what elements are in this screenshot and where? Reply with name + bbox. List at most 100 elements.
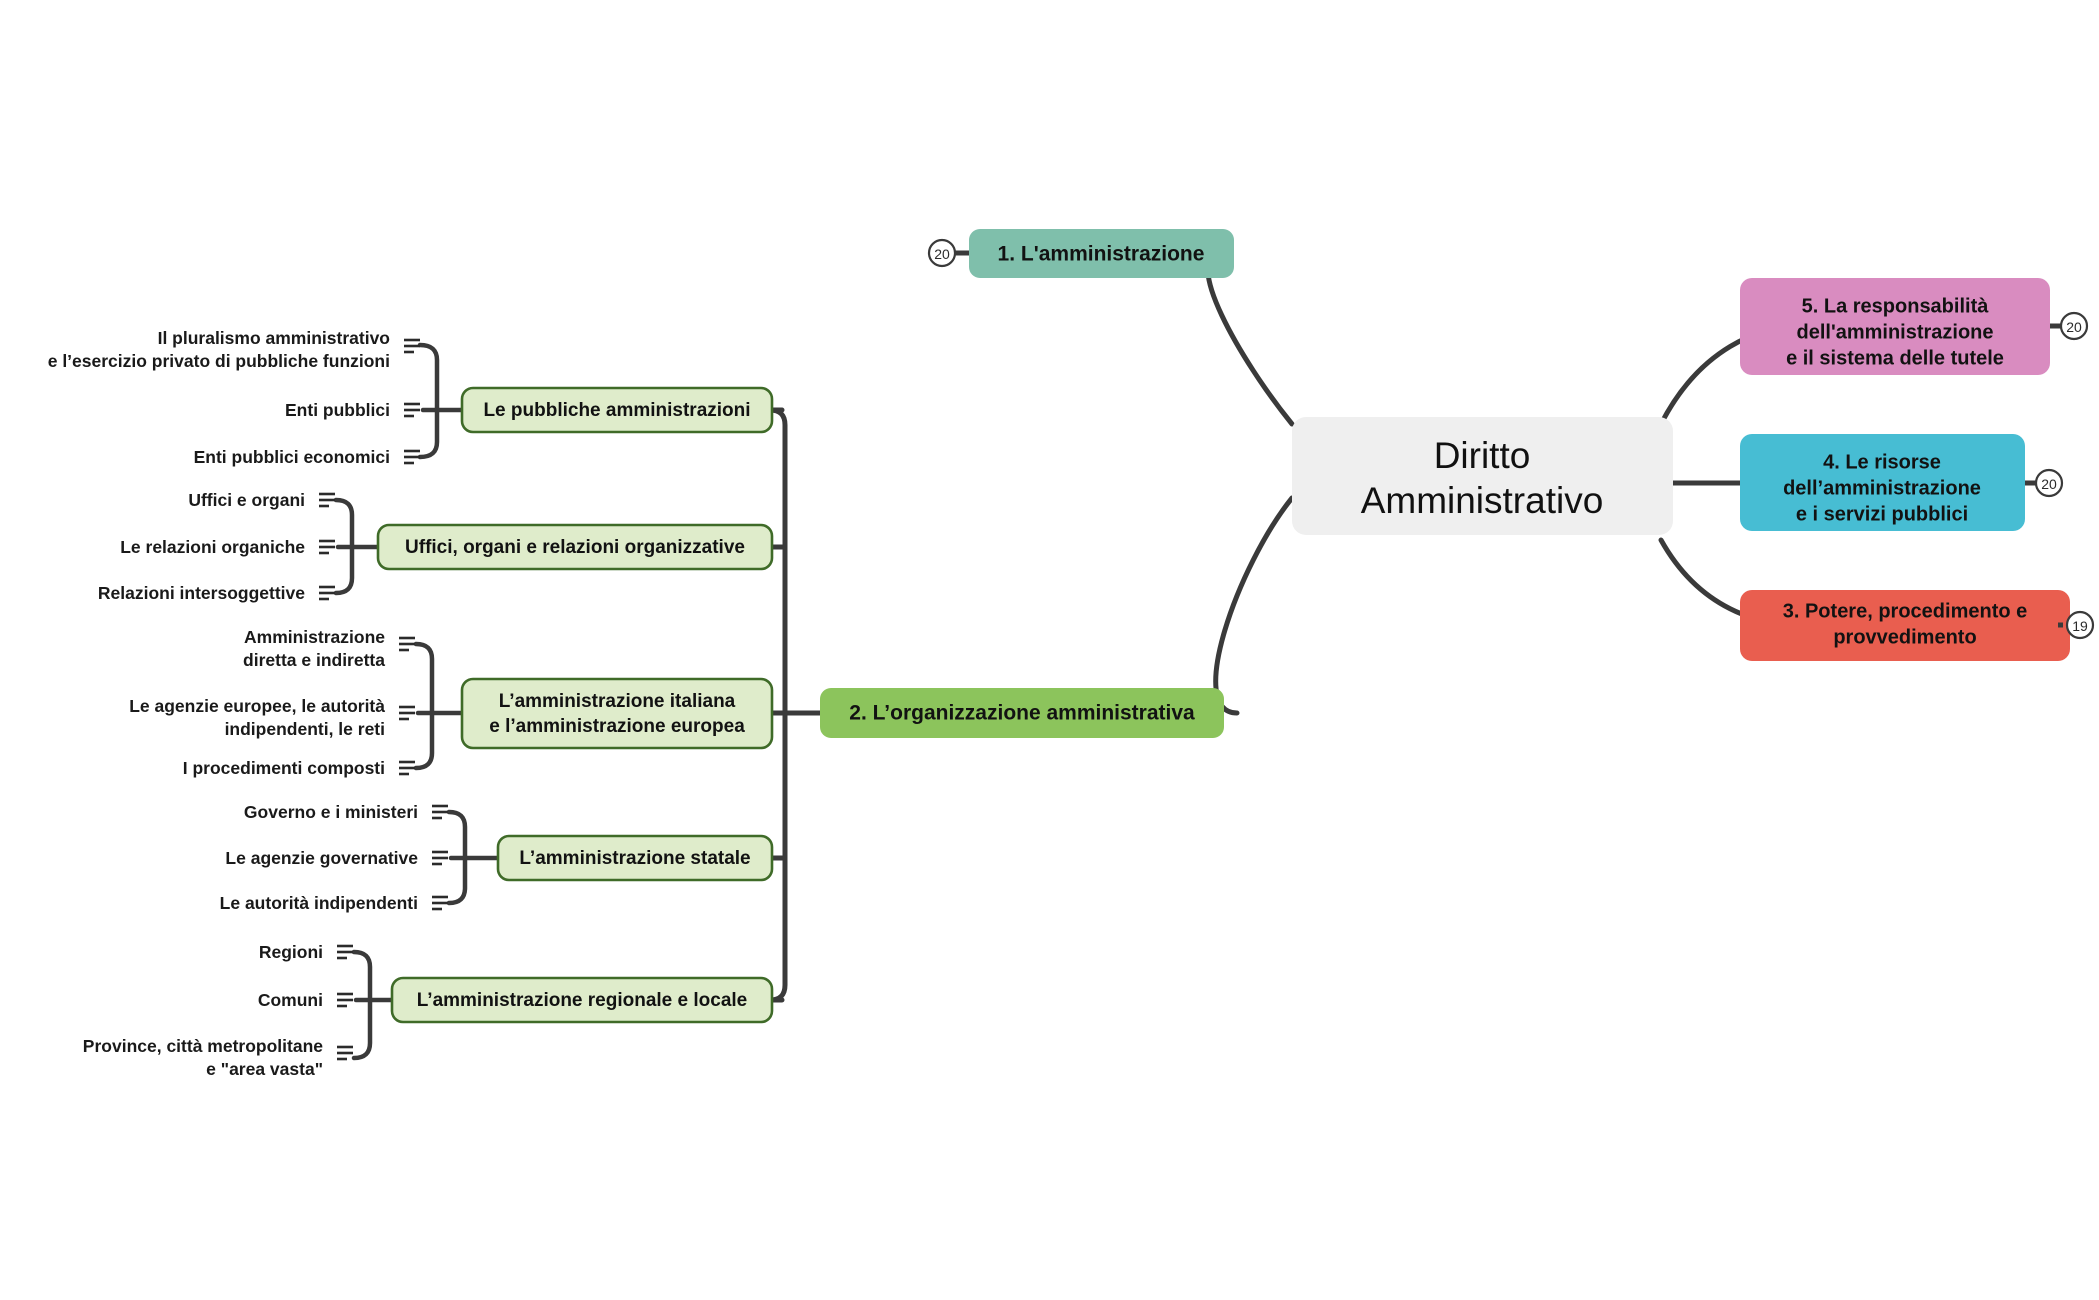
note-lines-icon: [337, 992, 353, 1008]
leaf-item[interactable]: Regioni: [259, 942, 353, 962]
branch-node-2[interactable]: 2. L’organizzazione amministrativa: [820, 688, 1224, 738]
leaf-item[interactable]: Il pluralismo amministrativo e l’eserciz…: [48, 328, 420, 371]
branch-4-badge-circle[interactable]: [2034, 468, 2064, 498]
branch-5-label-line3: e il sistema delle tutele: [1786, 347, 2004, 369]
sub-3-box[interactable]: [460, 677, 774, 750]
bracket-sub-3: [413, 641, 465, 771]
leaf-label-line1: Il pluralismo amministrativo: [158, 328, 390, 348]
sub-2-label: Uffici, organi e relazioni organizzative: [405, 537, 745, 558]
sub-1-label: Le pubbliche amministrazioni: [483, 400, 750, 421]
leaf-label-line1: Governo e i ministeri: [244, 802, 418, 822]
bracket-sub-1: [417, 342, 465, 460]
branch-3-badge-circle[interactable]: [2065, 610, 2095, 640]
leaf-label-line1: Enti pubblici: [285, 400, 390, 420]
leaf-label-line2: e "area vasta": [206, 1059, 323, 1079]
leaf-group-sub-4: Governo e i ministeri Le agenzie governa…: [220, 802, 448, 913]
branch-1-badge-label: 20: [934, 246, 950, 262]
leaf-label-line1: I procedimenti composti: [183, 758, 385, 778]
leaf-item[interactable]: Enti pubblici economici: [194, 447, 420, 467]
branch-node-3[interactable]: 3. Potere, procedimento e provvedimento …: [1740, 590, 2095, 661]
note-lines-icon: [404, 402, 420, 418]
branch-3-badge-label: 19: [2072, 618, 2088, 634]
branch-5-badge-label: 20: [2066, 319, 2082, 335]
center-node-label-line1: Diritto: [1434, 435, 1531, 476]
bracket-path-sub-1: [417, 342, 440, 460]
leaf-label-line1: Relazioni intersoggettive: [98, 583, 305, 603]
leaf-label-line1: Le agenzie governative: [225, 848, 418, 868]
sub-3-label-line1: L’amministrazione italiana: [499, 691, 736, 712]
note-lines-icon: [432, 850, 448, 866]
branch-3-box[interactable]: [1740, 590, 2070, 661]
leaf-item[interactable]: Le agenzie europee, le autorità indipend…: [129, 696, 415, 739]
note-lines-icon: [404, 449, 420, 465]
bracket-sub-2: [333, 497, 381, 596]
sub-2-box[interactable]: [376, 523, 774, 571]
branch-4-label-line3: e i servizi pubblici: [1796, 503, 1968, 525]
bracket-path-sub-5: [351, 949, 373, 1061]
branch-3-label-line2: provvedimento: [1833, 626, 1976, 648]
branch-1-label: 1. L'amministrazione: [998, 243, 1205, 266]
leaf-label-line1: Le agenzie europee, le autorità: [129, 696, 385, 716]
sub-branch-node-1[interactable]: Le pubbliche amministrazioni: [460, 386, 774, 434]
note-lines-icon: [432, 895, 448, 911]
branch-4-label-line1: 4. Le risorse: [1823, 451, 1941, 473]
sub-4-box[interactable]: [496, 834, 774, 882]
branch-node-1[interactable]: 1. L'amministrazione 20: [927, 229, 1234, 278]
leaf-item[interactable]: Enti pubblici: [285, 400, 420, 420]
branch-node-4[interactable]: 4. Le risorse dell’amministrazione e i s…: [1740, 434, 2064, 531]
edge-center-to-branch-2: [1213, 495, 1295, 716]
leaf-label-line2: indipendenti, le reti: [225, 719, 385, 739]
leaf-item[interactable]: I procedimenti composti: [183, 758, 415, 778]
leaf-label-line2: diretta e indiretta: [243, 650, 385, 670]
branch-2-label: 2. L’organizzazione amministrativa: [849, 702, 1195, 725]
note-lines-icon: [399, 760, 415, 776]
branch-node-5[interactable]: 5. La responsabilità dell'amministrazion…: [1740, 278, 2089, 375]
sub-5-box[interactable]: [390, 976, 774, 1024]
note-lines-icon: [337, 944, 353, 960]
branch-4-label-line2: dell’amministrazione: [1783, 477, 1981, 499]
leaf-item[interactable]: Province, città metropolitane e "area va…: [83, 1036, 353, 1079]
leaf-item[interactable]: Amministrazione diretta e indiretta: [243, 627, 415, 670]
branch-5-box[interactable]: [1740, 278, 2050, 375]
sub-branch-node-4[interactable]: L’amministrazione statale: [496, 834, 774, 882]
branch-4-box[interactable]: [1740, 434, 2025, 531]
center-node-label-line2: Amministrativo: [1361, 480, 1604, 521]
edges-branch2-to-subs: [767, 407, 823, 1003]
leaf-item[interactable]: Uffici e organi: [188, 490, 335, 510]
sub-branch-node-5[interactable]: L’amministrazione regionale e locale: [390, 976, 774, 1024]
branch-2-box[interactable]: [820, 688, 1224, 738]
branch-5-label-line2: dell'amministrazione: [1796, 321, 1993, 343]
leaf-label-line1: Uffici e organi: [188, 490, 305, 510]
leaf-group-sub-3: Amministrazione diretta e indiretta Le a…: [129, 627, 415, 778]
branch-4-badge-label: 20: [2041, 476, 2057, 492]
leaf-item[interactable]: Comuni: [258, 990, 353, 1010]
branch-5-label-line1: 5. La responsabilità: [1802, 295, 1990, 317]
leaf-label-line1: Regioni: [259, 942, 323, 962]
leaf-label-line1: Le autorità indipendenti: [220, 893, 418, 913]
sub-branch-node-3[interactable]: L’amministrazione italiana e l’amministr…: [460, 677, 774, 750]
leaf-item[interactable]: Governo e i ministeri: [244, 802, 448, 822]
sub-branch-node-2[interactable]: Uffici, organi e relazioni organizzative: [376, 523, 774, 571]
leaf-item[interactable]: Le autorità indipendenti: [220, 893, 448, 913]
center-node-box[interactable]: [1292, 417, 1673, 535]
sub-1-box[interactable]: [460, 386, 774, 434]
leaf-item[interactable]: Le relazioni organiche: [120, 537, 335, 557]
branch-1-badge-circle[interactable]: [927, 238, 957, 268]
leaf-label-line2: e l’esercizio privato di pubbliche funzi…: [48, 351, 390, 371]
leaf-item[interactable]: Le agenzie governative: [225, 848, 448, 868]
branch-5-badge-circle[interactable]: [2059, 311, 2089, 341]
bracket-path-sub-3: [413, 641, 435, 771]
bracket-sub-5: [351, 949, 395, 1061]
branch-1-box[interactable]: [969, 229, 1234, 278]
leaf-item[interactable]: Relazioni intersoggettive: [98, 583, 335, 603]
leaf-label-line1: Enti pubblici economici: [194, 447, 390, 467]
sub-5-label: L’amministrazione regionale e locale: [417, 990, 748, 1011]
leaf-label-line1: Comuni: [258, 990, 323, 1010]
edge-center-to-branch-1: [1205, 250, 1295, 427]
leaf-label-line1: Amministrazione: [244, 627, 385, 647]
center-node[interactable]: Diritto Amministrativo: [1292, 417, 1673, 535]
leaf-group-sub-1: Il pluralismo amministrativo e l’eserciz…: [48, 328, 420, 467]
sub-4-label: L’amministrazione statale: [519, 848, 750, 869]
bracket-sub-4: [446, 809, 501, 906]
